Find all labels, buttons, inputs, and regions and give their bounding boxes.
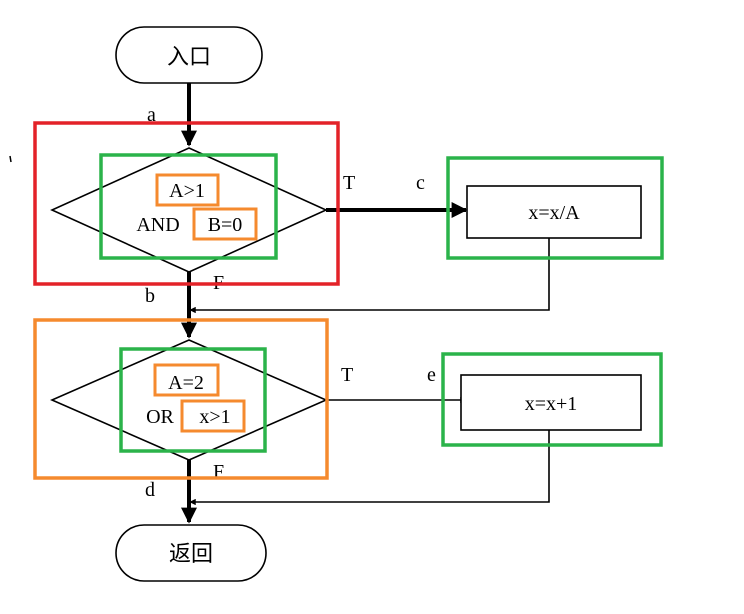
decision2-node-box xyxy=(119,347,267,453)
process1-node-box xyxy=(446,156,664,260)
edge-label-e: e xyxy=(427,364,436,386)
decision1-highlight-box xyxy=(33,121,340,286)
edge-label-f2: F xyxy=(213,461,224,483)
exit-terminal xyxy=(115,524,267,582)
decision2-cond-b-box xyxy=(180,399,246,433)
decision2-cond-a: A=2 xyxy=(168,372,204,394)
decision2-cond-b: x>1 xyxy=(199,406,230,428)
stray-tick xyxy=(9,155,12,163)
edge-label-a: a xyxy=(147,104,156,126)
process2-box xyxy=(460,374,642,431)
entry-terminal-label: 入口 xyxy=(167,44,211,69)
decision1-diamond xyxy=(50,147,328,273)
process1-box xyxy=(466,185,642,239)
decision2-joiner: OR xyxy=(146,406,174,428)
edge-label-t1: T xyxy=(343,172,355,194)
decision1-cond-b-box xyxy=(192,207,258,241)
process1-label: x=x/A xyxy=(528,202,580,224)
edge-label-d: d xyxy=(145,479,155,501)
edge-label-b: b xyxy=(145,285,155,307)
flow-process1-return xyxy=(189,238,550,314)
exit-terminal-label: 返回 xyxy=(169,541,213,566)
decision2-highlight-box xyxy=(33,318,329,480)
decision1-cond-a: A>1 xyxy=(169,180,205,202)
decision1-cond-b: B=0 xyxy=(208,214,243,236)
decision1-joiner: AND xyxy=(136,214,179,236)
edge-label-t2: T xyxy=(341,364,353,386)
flow-process2-return xyxy=(189,430,550,506)
decision1-cond-a-box xyxy=(155,173,220,207)
process2-node-box xyxy=(441,352,663,447)
edge-label-c: c xyxy=(416,172,425,194)
process2-label: x=x+1 xyxy=(525,393,578,415)
decision1-node-box xyxy=(99,153,278,260)
decision2-cond-a-box xyxy=(153,363,220,397)
